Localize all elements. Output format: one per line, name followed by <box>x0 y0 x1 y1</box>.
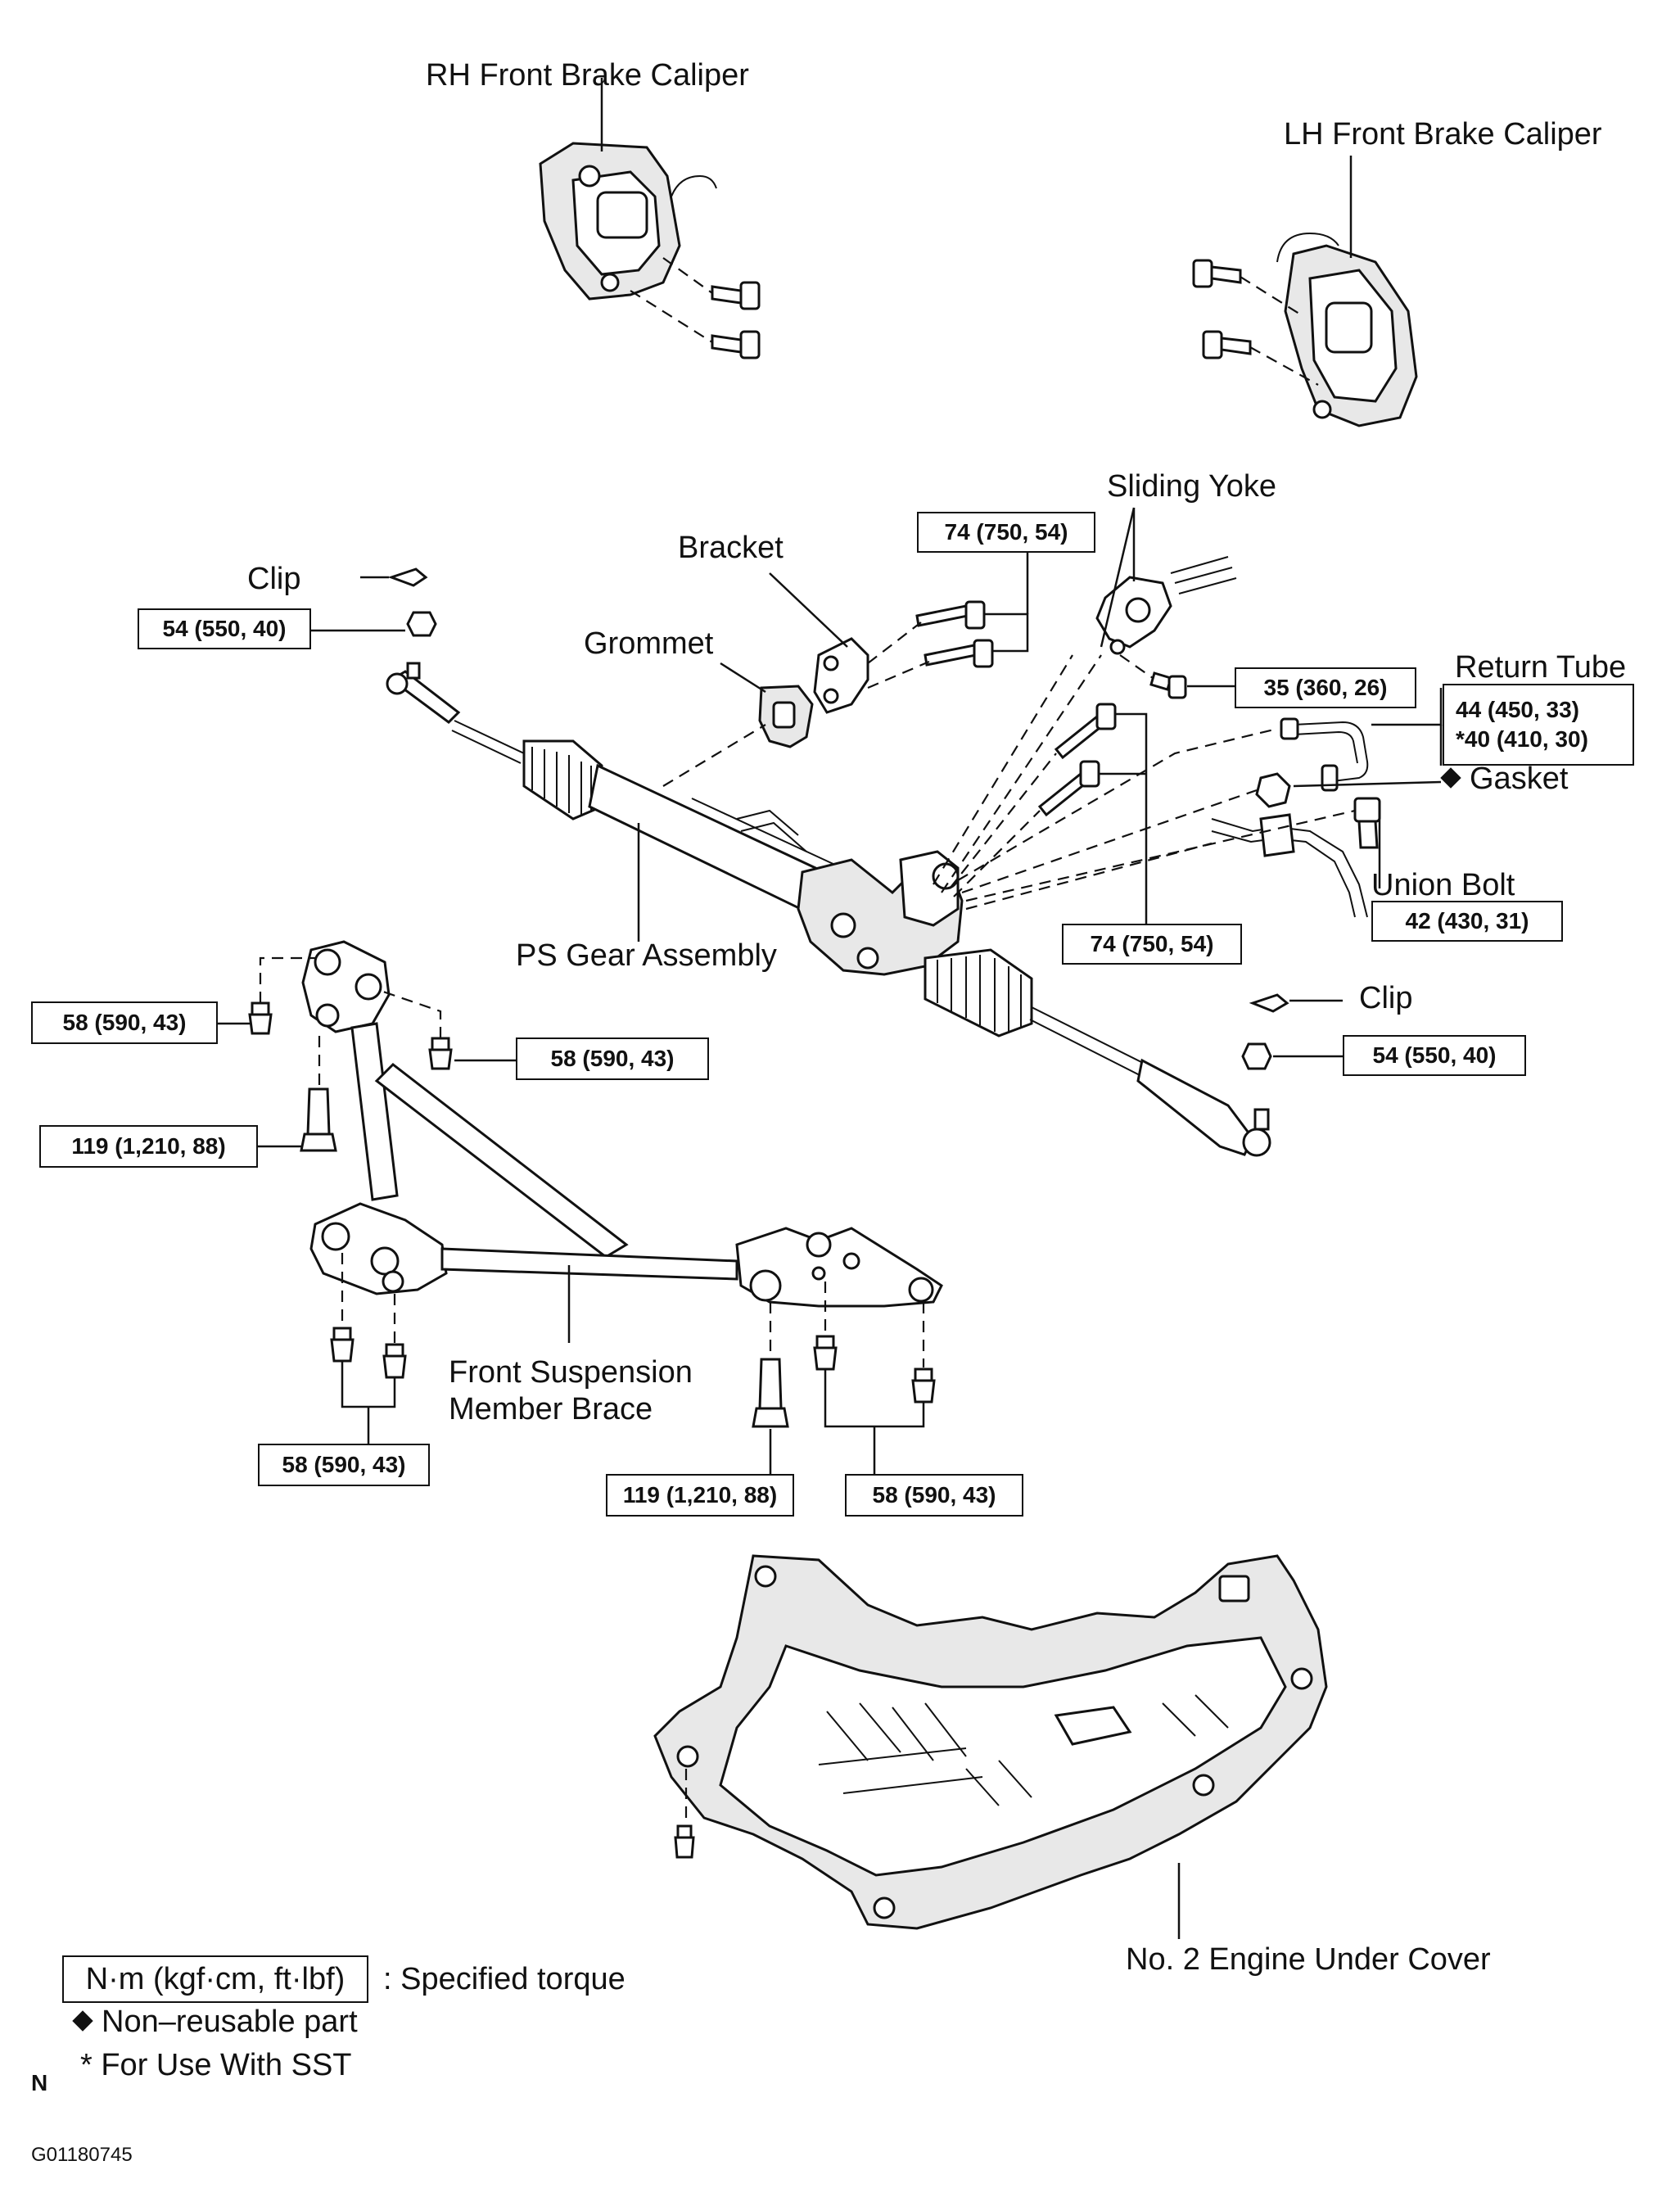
union-bolt-part <box>1353 797 1381 849</box>
brace-bolt-upper-right <box>428 1037 453 1070</box>
lh-caliper-bolt-lower <box>1202 330 1252 359</box>
torque-brace-lower-left: 58 (590, 43) <box>258 1444 430 1486</box>
legend-non-reusable: Non–reusable part <box>72 2005 358 2039</box>
lh-caliper-bolt-upper <box>1192 259 1242 288</box>
torque-bracket-bolts: 74 (750, 54) <box>917 512 1095 553</box>
return-tube-bracket <box>1211 813 1368 918</box>
brace-bolt-lower-left-b <box>382 1343 407 1379</box>
label-brace-line1: Front Suspension <box>449 1355 693 1390</box>
front-suspension-member-brace <box>301 940 943 1308</box>
legend-north: N <box>31 2070 48 2095</box>
brace-bolt-lower-right-b <box>911 1367 936 1404</box>
brace-stud-right <box>752 1358 789 1428</box>
label-gasket-text: Gasket <box>1470 762 1569 796</box>
rh-caliper-bolt-lower <box>711 330 761 359</box>
rh-caliper-bolt-upper <box>711 281 761 310</box>
torque-brace-stud-left: 119 (1,210, 88) <box>39 1125 258 1168</box>
grommet-part <box>758 685 814 748</box>
label-engine-under-cover: No. 2 Engine Under Cover <box>1126 1942 1491 1977</box>
label-gasket: Gasket <box>1440 762 1569 796</box>
torque-brace-upper-left: 58 (590, 43) <box>31 1001 218 1044</box>
under-cover-bolt <box>674 1824 695 1859</box>
label-brace-line2: Member Brace <box>449 1392 653 1426</box>
torque-union-bolt: 42 (430, 31) <box>1371 901 1563 942</box>
ps-gear-assembly <box>386 662 1271 1157</box>
brace-bolt-lower-right-a <box>813 1335 838 1371</box>
torque-return-tube-line1: 44 (450, 33) <box>1456 697 1579 722</box>
clip-left-nut <box>406 611 437 637</box>
label-clip-left: Clip <box>247 562 301 596</box>
label-union-bolt: Union Bolt <box>1371 868 1515 902</box>
label-ps-gear-assembly: PS Gear Assembly <box>516 938 777 973</box>
gear-bolt-upper <box>1054 703 1117 760</box>
torque-return-tube-line2: *40 (410, 30) <box>1456 726 1588 752</box>
lh-brake-caliper <box>1276 156 1418 427</box>
label-rh-front-brake-caliper: RH Front Brake Caliper <box>426 58 749 93</box>
clip-right-nut <box>1241 1042 1272 1070</box>
figure-id: G01180745 <box>31 2144 133 2166</box>
torque-gear-bolts: 74 (750, 54) <box>1062 924 1242 965</box>
bracket-bolt-lower <box>924 639 994 668</box>
torque-clip-nut-right: 54 (550, 40) <box>1343 1035 1526 1076</box>
sliding-yoke-bolt <box>1149 671 1187 699</box>
rh-brake-caliper <box>539 78 717 301</box>
label-bracket: Bracket <box>678 531 784 565</box>
gasket-part <box>1255 772 1291 808</box>
clip-left-part <box>387 567 428 587</box>
brace-bolt-lower-left-a <box>330 1327 355 1363</box>
brace-bolt-upper-left <box>248 1001 273 1035</box>
non-reusable-diamond-icon <box>1440 767 1461 789</box>
label-sliding-yoke: Sliding Yoke <box>1107 469 1277 504</box>
torque-sliding-yoke-bolt: 35 (360, 26) <box>1235 667 1416 708</box>
label-grommet: Grommet <box>584 626 714 661</box>
label-return-tube: Return Tube <box>1455 650 1627 685</box>
torque-return-tube: 44 (450, 33) *40 (410, 30) <box>1443 684 1634 766</box>
legend-torque-units-box: N·m (kgf·cm, ft·lbf) <box>62 1955 368 2003</box>
torque-clip-nut-left: 54 (550, 40) <box>138 608 311 649</box>
legend-diamond-icon <box>72 2010 93 2032</box>
return-tube-part <box>1280 717 1369 792</box>
legend-torque-desc: : Specified torque <box>383 1962 625 1996</box>
legend-non-reusable-text: Non–reusable part <box>102 2005 358 2039</box>
brace-stud-left <box>300 1087 337 1152</box>
sliding-yoke-part <box>1095 556 1237 655</box>
bracket-bolt-upper <box>915 600 986 630</box>
gear-bolt-lower <box>1037 760 1100 817</box>
label-clip-right: Clip <box>1359 981 1413 1015</box>
torque-brace-stud-right: 119 (1,210, 88) <box>606 1474 794 1517</box>
engine-under-cover <box>653 1554 1328 1930</box>
legend-sst: * For Use With SST <box>80 2048 352 2082</box>
clip-right-part <box>1249 993 1289 1013</box>
torque-brace-lower-right: 58 (590, 43) <box>845 1474 1023 1517</box>
label-lh-front-brake-caliper: LH Front Brake Caliper <box>1284 117 1602 151</box>
bracket-part <box>813 637 869 714</box>
torque-brace-upper-right: 58 (590, 43) <box>516 1037 709 1080</box>
